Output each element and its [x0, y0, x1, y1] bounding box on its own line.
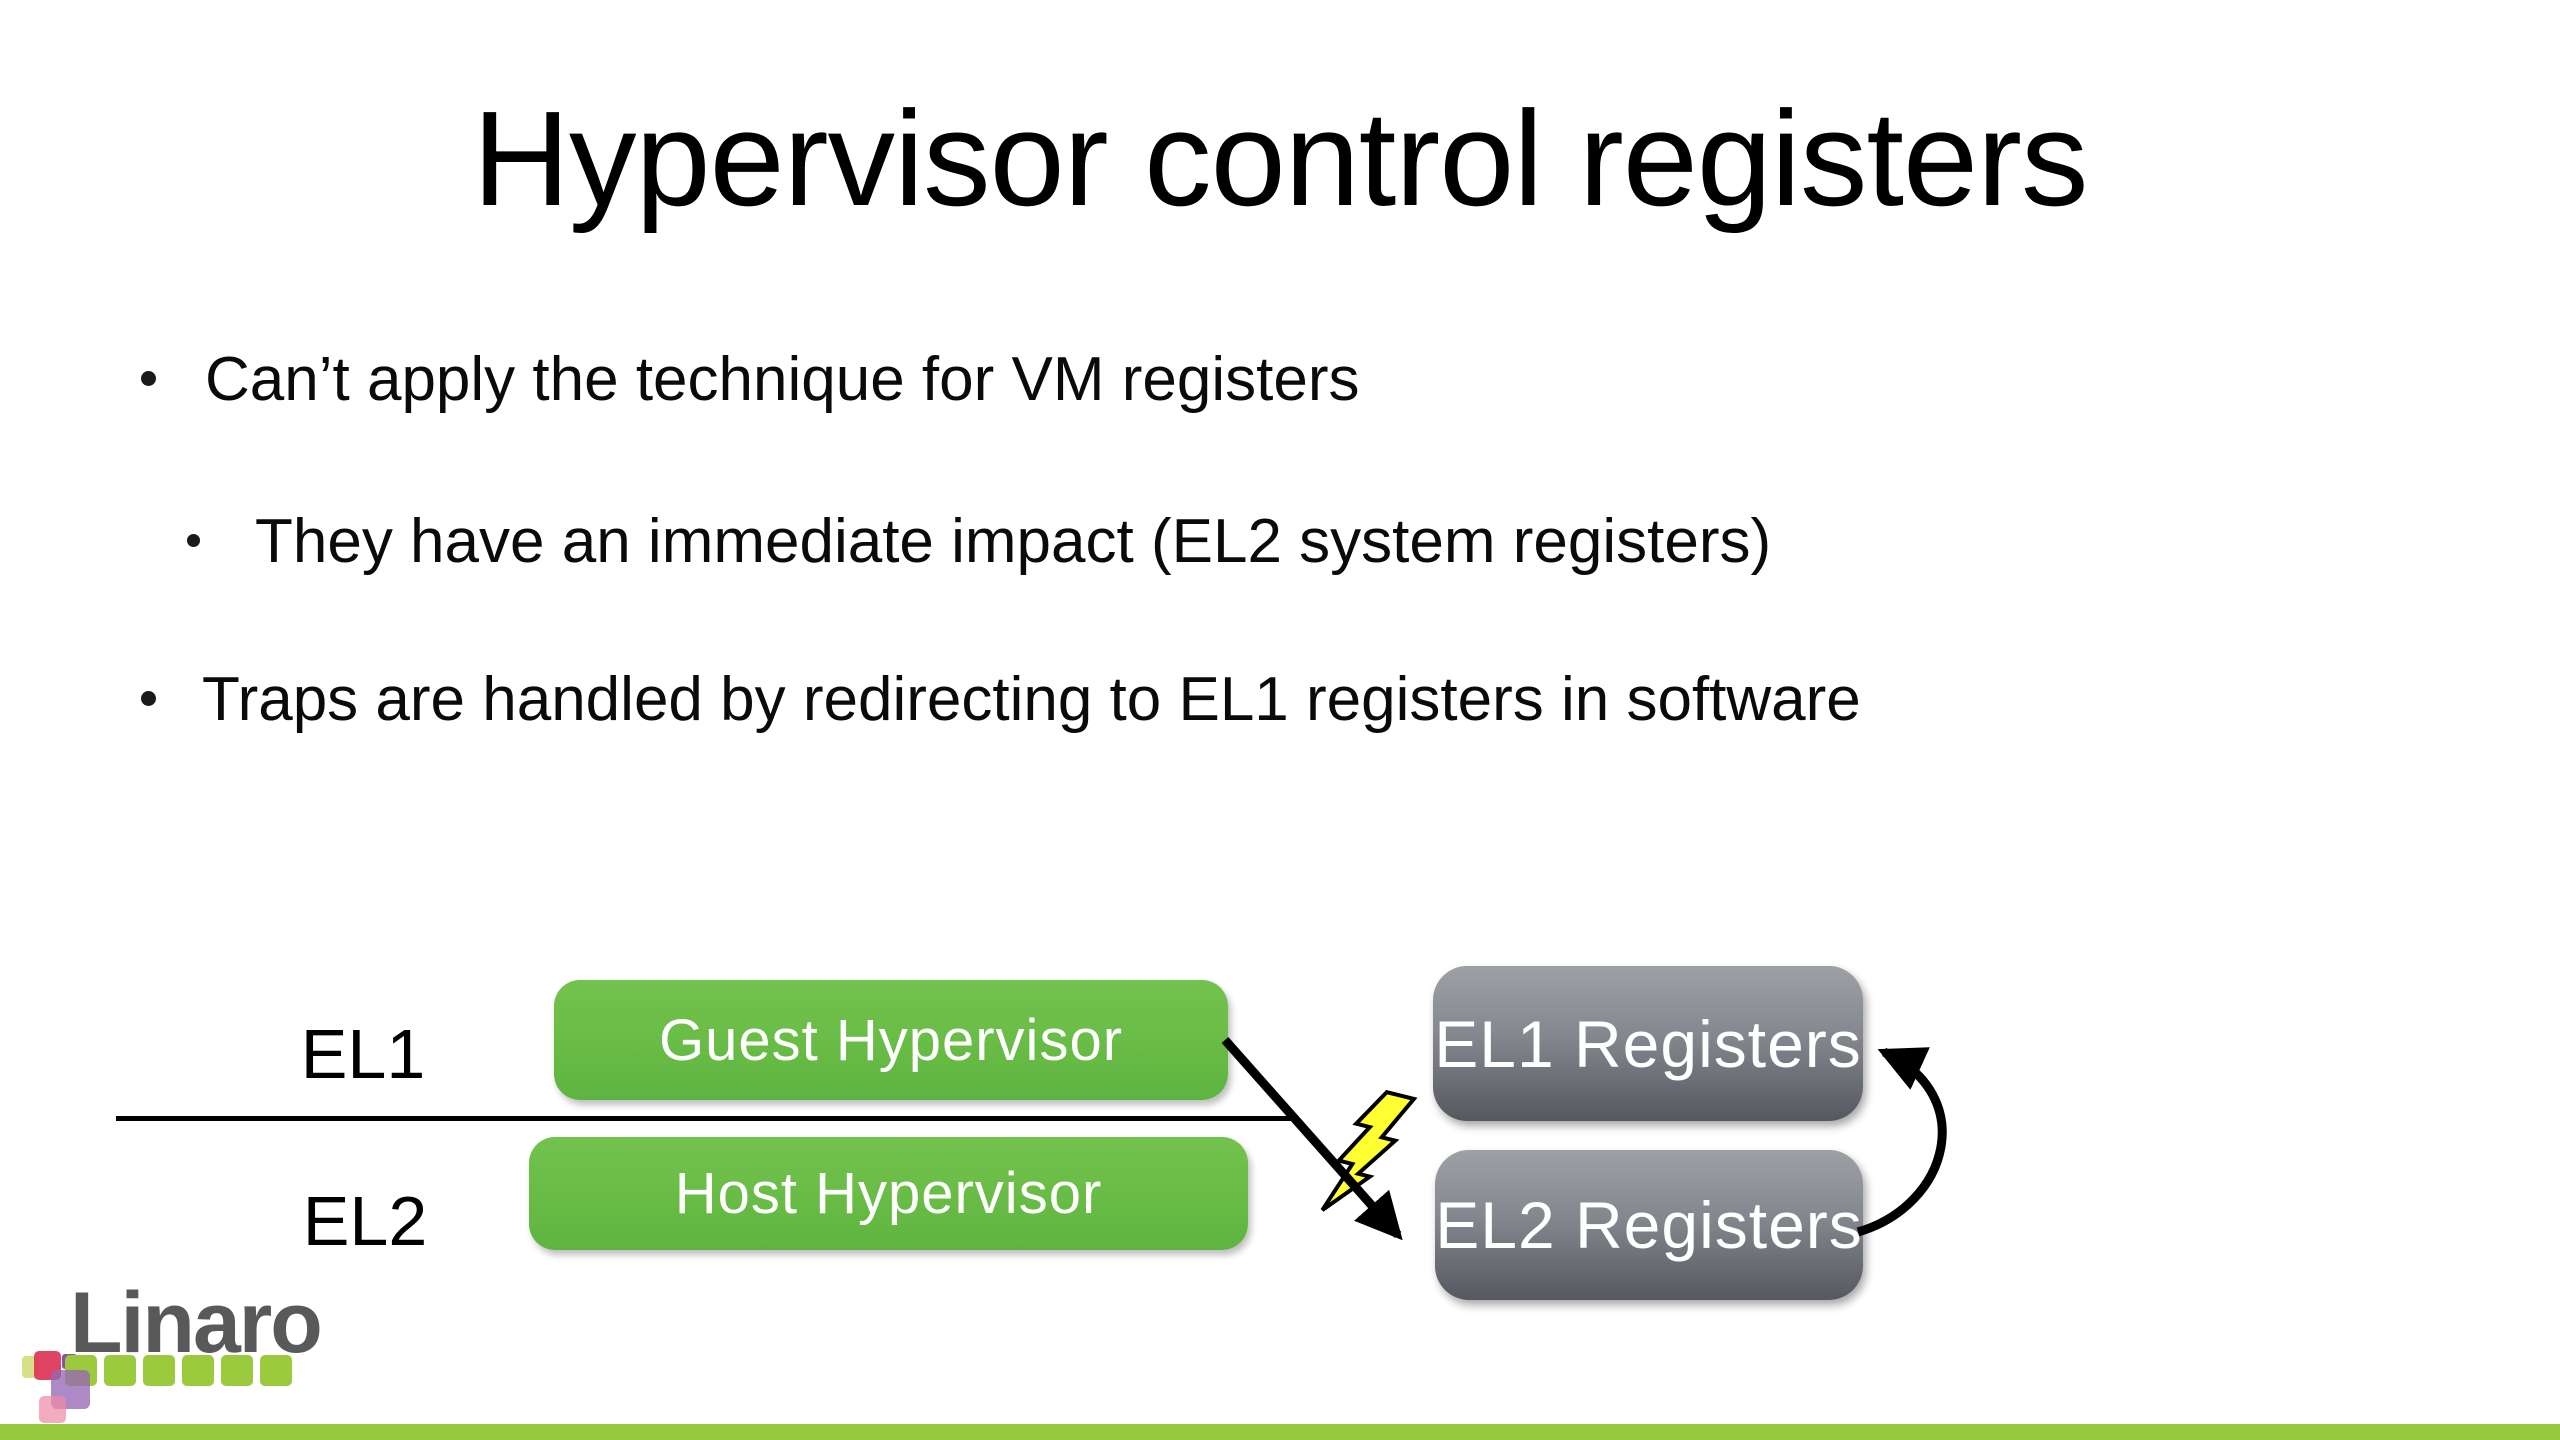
logo-square [39, 1396, 66, 1423]
trap-arrow [1221, 1037, 1403, 1241]
el2-registers-box: EL2 Registers [1435, 1150, 1863, 1300]
bullet-sub-item: They have an immediate impact (EL2 syste… [187, 506, 1771, 578]
bullet-text: They have an immediate impact (EL2 syste… [255, 507, 1772, 576]
bullet-dot [141, 371, 156, 386]
logo-square [104, 1355, 136, 1386]
el1-el2-divider-line [116, 1116, 1298, 1121]
bullet-text: Traps are handled by redirecting to EL1 … [202, 665, 1861, 734]
el1-level-label: EL1 [300, 1015, 426, 1093]
el1-registers-box: EL1 Registers [1433, 966, 1863, 1121]
logo-square [143, 1355, 175, 1386]
redirect-arrow [1856, 1047, 1947, 1237]
slide-footer-bar [0, 1424, 2560, 1440]
bullet-item: Can’t apply the technique for VM registe… [141, 344, 1359, 416]
bullet-item: Traps are handled by redirecting to EL1 … [141, 664, 1861, 736]
logo-square [260, 1355, 292, 1386]
el2-level-label: EL2 [302, 1182, 428, 1260]
lightning-bolt-icon [1320, 1089, 1418, 1212]
logo-square [182, 1355, 214, 1386]
bullet-text: Can’t apply the technique for VM registe… [205, 345, 1360, 414]
linaro-logo: Linaro [0, 1270, 323, 1430]
logo-square [221, 1355, 253, 1386]
bullet-dot [141, 691, 156, 706]
guest-hypervisor-box: Guest Hypervisor [554, 980, 1228, 1100]
host-hypervisor-box: Host Hypervisor [529, 1137, 1248, 1250]
slide-title: Hypervisor control registers [472, 83, 2088, 234]
bullet-dot [187, 534, 200, 547]
